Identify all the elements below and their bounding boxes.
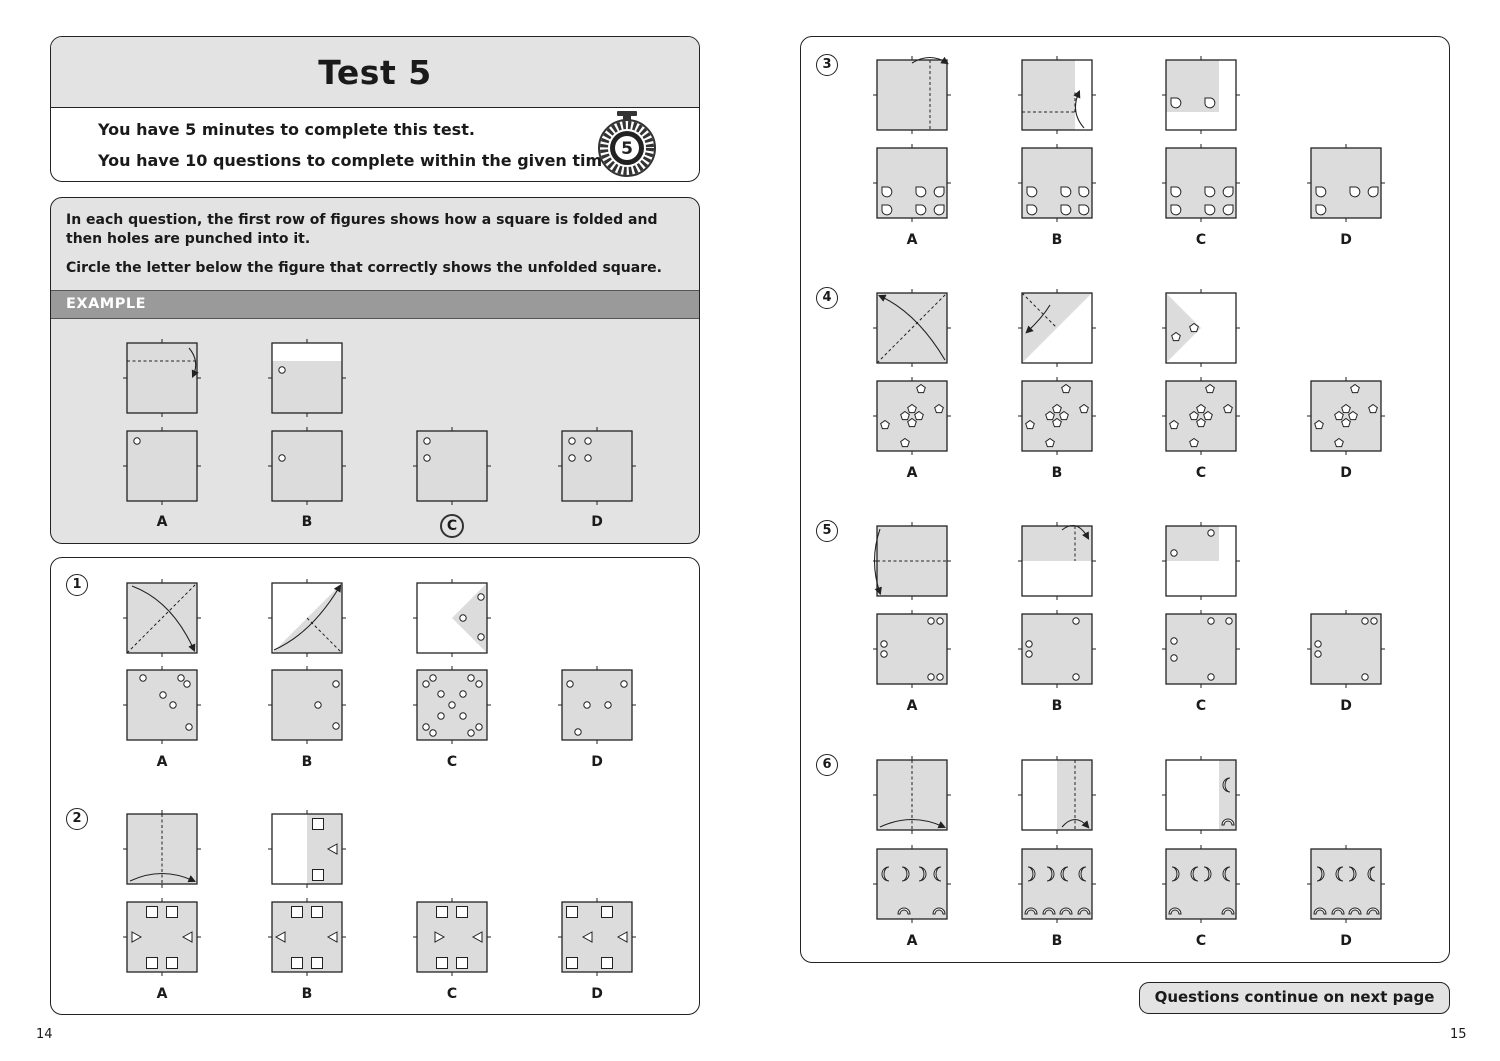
option-letter-c[interactable]: C xyxy=(1195,232,1207,248)
example-option-d xyxy=(558,427,636,505)
q4-fold-2 xyxy=(1018,289,1096,367)
test-title: Test 5 xyxy=(51,37,699,108)
stopwatch-icon: 5 xyxy=(595,108,659,181)
q5-fold-3 xyxy=(1162,522,1240,600)
q3-fold-3 xyxy=(1162,56,1240,134)
option-letter-d[interactable]: D xyxy=(1340,232,1352,248)
option-letter-c[interactable]: C xyxy=(1195,465,1207,481)
question-count-instruction: You have 10 questions to complete within… xyxy=(98,151,620,170)
option-letter-a[interactable]: A xyxy=(156,514,168,530)
page-number-right: 15 xyxy=(1450,1027,1467,1042)
option-letter-a[interactable]: A xyxy=(156,986,168,1002)
q5-option-a xyxy=(873,610,951,688)
q2-option-d xyxy=(558,898,636,976)
q5-fold-1 xyxy=(873,522,951,600)
example-fold-1 xyxy=(123,339,201,417)
option-letter-b[interactable]: B xyxy=(1051,698,1063,714)
question-number: 2 xyxy=(66,808,88,830)
option-letter-a[interactable]: A xyxy=(906,933,918,949)
q1-fold-1 xyxy=(123,579,201,657)
q1-option-d xyxy=(558,666,636,744)
option-letter-d[interactable]: D xyxy=(1340,933,1352,949)
option-letter-b[interactable]: B xyxy=(301,514,313,530)
question-number: 1 xyxy=(66,574,88,596)
option-letter-a[interactable]: A xyxy=(906,232,918,248)
q2-fold-2 xyxy=(268,810,346,888)
instruction-text: In each question, the first row of figur… xyxy=(66,212,658,247)
q4-fold-1 xyxy=(873,289,951,367)
option-letter-b[interactable]: B xyxy=(1051,232,1063,248)
option-letter-c[interactable]: C xyxy=(440,514,464,538)
instruction-circle-text: Circle the letter below the figure that … xyxy=(66,260,662,276)
q2-option-c xyxy=(413,898,491,976)
q6-option-b xyxy=(1018,845,1096,923)
page-number-left: 14 xyxy=(36,1027,53,1042)
option-letter-d[interactable]: D xyxy=(591,754,603,770)
q2-fold-1 xyxy=(123,810,201,888)
q4-option-b xyxy=(1018,377,1096,455)
option-letter-a[interactable]: A xyxy=(906,465,918,481)
question-number: 6 xyxy=(816,754,838,776)
q3-fold-2 xyxy=(1018,56,1096,134)
q2-option-a xyxy=(123,898,201,976)
example-option-c xyxy=(413,427,491,505)
q3-option-c xyxy=(1162,144,1240,222)
q6-option-a xyxy=(873,845,951,923)
continue-next-page-label: Questions continue on next page xyxy=(1139,982,1450,1014)
q5-fold-2 xyxy=(1018,522,1096,600)
q4-option-a xyxy=(873,377,951,455)
q2-option-b xyxy=(268,898,346,976)
q6-option-c xyxy=(1162,845,1240,923)
q1-option-b xyxy=(268,666,346,744)
q1-fold-2 xyxy=(268,579,346,657)
option-letter-a[interactable]: A xyxy=(156,754,168,770)
example-fold-2 xyxy=(268,339,346,417)
timer-value: 5 xyxy=(621,139,633,159)
question-number: 5 xyxy=(816,520,838,542)
option-letter-a[interactable]: A xyxy=(906,698,918,714)
q3-option-a xyxy=(873,144,951,222)
q1-option-a xyxy=(123,666,201,744)
option-letter-c[interactable]: C xyxy=(1195,698,1207,714)
q3-fold-1 xyxy=(873,56,951,134)
option-letter-c[interactable]: C xyxy=(1195,933,1207,949)
q5-option-d xyxy=(1307,610,1385,688)
option-letter-b[interactable]: B xyxy=(1051,933,1063,949)
q1-fold-3 xyxy=(413,579,491,657)
option-letter-c[interactable]: C xyxy=(446,986,458,1002)
example-option-a xyxy=(123,427,201,505)
question-number: 3 xyxy=(816,54,838,76)
option-letter-d[interactable]: D xyxy=(1340,698,1352,714)
option-letter-d[interactable]: D xyxy=(591,514,603,530)
test-header: Test 5 You have 5 minutes to complete th… xyxy=(50,36,700,182)
q3-option-d xyxy=(1307,144,1385,222)
option-letter-b[interactable]: B xyxy=(301,754,313,770)
q1-option-c xyxy=(413,666,491,744)
q6-fold-1 xyxy=(873,756,951,834)
option-letter-c[interactable]: C xyxy=(446,754,458,770)
example-option-b xyxy=(268,427,346,505)
example-label: EXAMPLE xyxy=(51,290,699,319)
option-letter-b[interactable]: B xyxy=(301,986,313,1002)
q3-option-b xyxy=(1018,144,1096,222)
instructions-panel: In each question, the first row of figur… xyxy=(50,197,700,544)
q6-fold-2 xyxy=(1018,756,1096,834)
question-number: 4 xyxy=(816,287,838,309)
option-letter-b[interactable]: B xyxy=(1051,465,1063,481)
q5-option-b xyxy=(1018,610,1096,688)
q4-option-c xyxy=(1162,377,1240,455)
q5-option-c xyxy=(1162,610,1240,688)
q6-fold-3 xyxy=(1162,756,1240,834)
option-letter-d[interactable]: D xyxy=(1340,465,1352,481)
q6-option-d xyxy=(1307,845,1385,923)
time-instruction: You have 5 minutes to complete this test… xyxy=(98,120,475,139)
option-letter-d[interactable]: D xyxy=(591,986,603,1002)
q4-fold-3 xyxy=(1162,289,1240,367)
q4-option-d xyxy=(1307,377,1385,455)
